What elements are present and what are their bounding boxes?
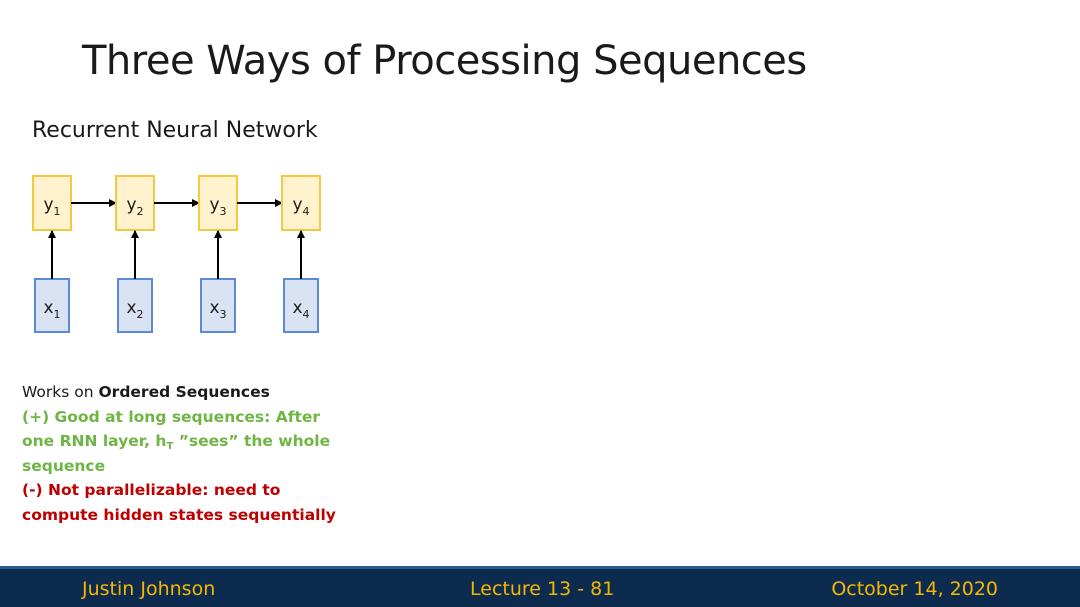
footer-bar: Justin Johnson Lecture 13 - 81 October 1… xyxy=(0,566,1080,607)
input-node-x4 xyxy=(283,278,319,333)
output-label-y1: y1 xyxy=(43,195,60,218)
output-label-y3: y3 xyxy=(209,195,226,218)
section-heading: Recurrent Neural Network xyxy=(32,118,318,143)
input-node-x1 xyxy=(34,278,70,333)
ordered-sequences-note: Works on Ordered Sequences xyxy=(22,383,270,401)
slide-title: Three Ways of Processing Sequences xyxy=(82,38,807,84)
footer-author: Justin Johnson xyxy=(82,578,216,600)
input-label-x2: x2 xyxy=(126,298,143,321)
footer-date: October 14, 2020 xyxy=(831,578,998,600)
input-label-x1: x1 xyxy=(43,298,60,321)
output-label-y2: y2 xyxy=(126,195,143,218)
output-node-y4 xyxy=(281,175,321,231)
footer-lecture: Lecture 13 - 81 xyxy=(470,578,615,600)
rnn-notes: Works on Ordered Sequences (+) Good at l… xyxy=(22,380,342,527)
input-label-x3: x3 xyxy=(209,298,226,321)
input-label-x4: x4 xyxy=(292,298,309,321)
pro-note: (+) Good at long sequences: After one RN… xyxy=(22,407,331,475)
input-node-x2 xyxy=(117,278,153,333)
output-label-y4: y4 xyxy=(292,195,309,218)
con-note: (-) Not parallelizable: need to compute … xyxy=(22,481,336,524)
